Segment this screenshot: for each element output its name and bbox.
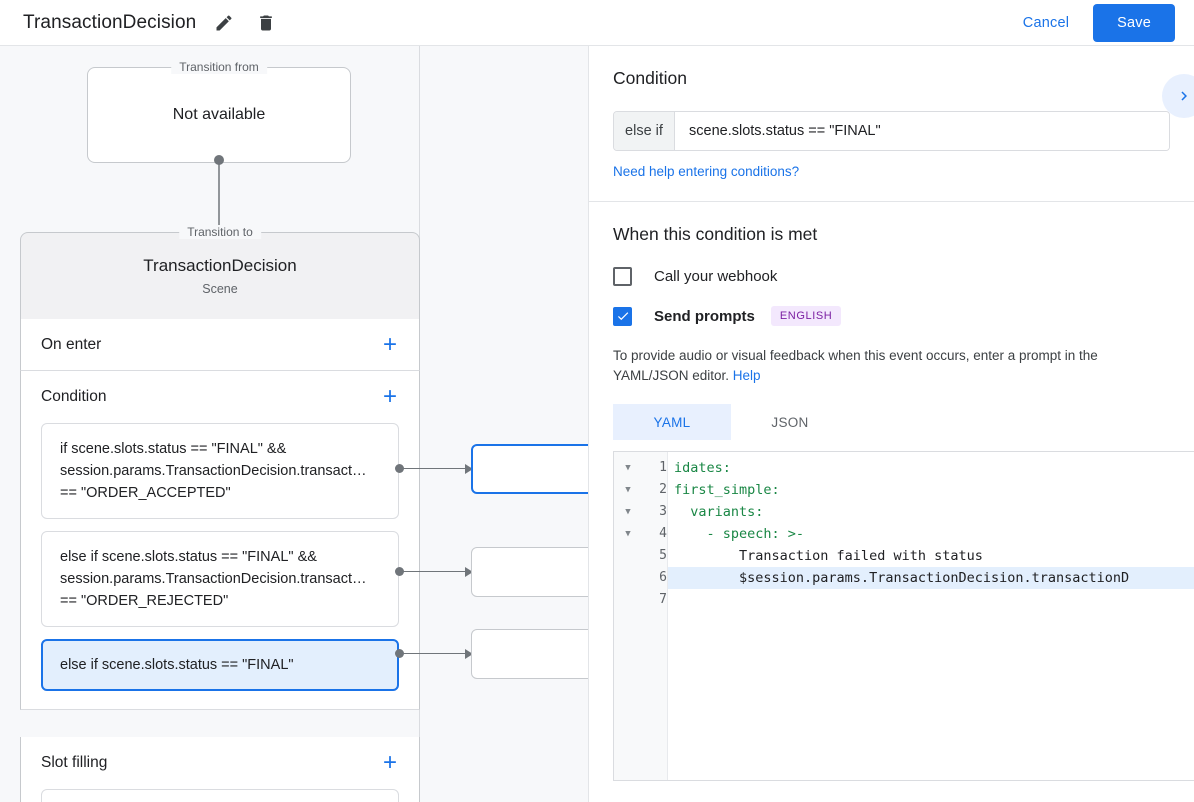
transition-from-legend: Transition from <box>171 60 267 74</box>
code-line-highlighted: $session.params.TransactionDecision.tran… <box>668 567 1194 589</box>
line-number: 2 <box>659 482 667 497</box>
line-number: 6 <box>659 570 667 585</box>
save-button[interactable]: Save <box>1093 3 1175 42</box>
target-node-2[interactable] <box>471 547 588 597</box>
transition-to-legend: Transition to <box>179 225 261 239</box>
tab-yaml[interactable]: YAML <box>613 404 731 440</box>
prompts-hint-text: To provide audio or visual feedback when… <box>613 348 1098 383</box>
when-condition-met-section: When this condition is met Call your web… <box>589 202 1194 781</box>
editor-line-numbers: 1 2 3 4 5 6 7 <box>642 452 668 780</box>
section-condition: Condition + if scene.slots.status == "FI… <box>20 371 420 710</box>
section-on-enter: On enter + <box>20 319 420 371</box>
fold-spacer <box>614 545 642 567</box>
transition-from-value: Not available <box>172 106 266 123</box>
send-prompts-row[interactable]: Send prompts ENGLISH <box>613 306 1170 326</box>
condition-card[interactable]: if scene.slots.status == "FINAL" && sess… <box>41 423 399 519</box>
condition-details-panel: Condition else if Need help entering con… <box>588 46 1194 802</box>
slot-validation-item[interactable]: Slot validation <box>41 789 399 802</box>
trash-icon-glyph <box>260 15 273 30</box>
when-condition-met-heading: When this condition is met <box>613 224 818 244</box>
condition-list: if scene.slots.status == "FINAL" && sess… <box>21 423 419 709</box>
tab-json[interactable]: JSON <box>771 414 809 430</box>
edge-condition-2 <box>395 567 475 577</box>
send-prompts-checkbox[interactable] <box>613 306 632 326</box>
call-webhook-label: Call your webhook <box>654 268 778 285</box>
line-number: 4 <box>659 526 667 541</box>
prompts-help-link[interactable]: Help <box>732 368 761 383</box>
condition-input[interactable] <box>675 112 1169 150</box>
code-line: variants: <box>674 504 764 520</box>
add-slot-filling-icon[interactable]: + <box>382 749 397 776</box>
code-line: idates: <box>674 460 731 476</box>
editor-fold-gutter[interactable]: ▼ ▼ ▼ ▼ <box>614 452 642 780</box>
fold-toggle[interactable]: ▼ <box>625 463 631 473</box>
scene-graph-canvas[interactable]: Transition from Not available Transition… <box>0 46 588 802</box>
cancel-button[interactable]: Cancel <box>1009 6 1083 40</box>
transition-from-box: Transition from Not available <box>87 60 351 163</box>
webhook-checkbox-row[interactable]: Call your webhook <box>613 267 1170 286</box>
line-number: 5 <box>659 548 667 563</box>
page-title: TransactionDecision <box>23 11 197 33</box>
condition-heading: Condition <box>613 68 687 88</box>
add-on-enter-icon[interactable]: + <box>382 331 397 358</box>
yaml-editor[interactable]: ▼ ▼ ▼ ▼ 1 2 3 4 5 6 7 <box>613 451 1194 781</box>
edge-condition-3 <box>395 649 475 659</box>
line-number: 7 <box>659 592 667 607</box>
trash-icon[interactable] <box>252 9 280 37</box>
edge-condition-1 <box>395 464 475 474</box>
condition-section: Condition else if Need help entering con… <box>589 46 1194 201</box>
send-prompts-label: Send prompts <box>654 307 755 325</box>
line-number: 3 <box>659 504 667 519</box>
condition-input-row: else if <box>613 111 1170 151</box>
section-slot-filling-title: Slot filling <box>41 754 108 771</box>
condition-card-selected[interactable]: else if scene.slots.status == "FINAL" <box>41 639 399 691</box>
transition-to-title: TransactionDecision <box>143 256 297 275</box>
fold-toggle[interactable]: ▼ <box>625 485 631 495</box>
check-icon <box>617 312 628 321</box>
condition-help-link[interactable]: Need help entering conditions? <box>613 164 800 179</box>
section-slot-filling: Slot filling + Slot validation <box>20 737 420 802</box>
condition-prefix-label: else if <box>614 112 675 150</box>
fold-toggle[interactable]: ▼ <box>625 529 631 539</box>
target-node-3[interactable] <box>471 629 588 679</box>
editor-code-area[interactable]: idates: first_simple: variants: - speech… <box>668 452 1194 780</box>
code-line: - speech: >- <box>674 526 805 542</box>
editor-format-tabs: YAML JSON <box>613 404 1170 440</box>
target-node-1[interactable] <box>471 444 588 494</box>
language-badge: ENGLISH <box>770 306 842 326</box>
fold-spacer <box>614 589 642 611</box>
fold-toggle[interactable]: ▼ <box>625 507 631 517</box>
call-webhook-checkbox[interactable] <box>613 267 632 286</box>
transition-to-subtitle: Scene <box>202 282 238 296</box>
code-line <box>668 589 1194 611</box>
chevron-right-icon-glyph <box>1181 91 1187 101</box>
transition-to-box: Transition to TransactionDecision Scene <box>20 225 420 319</box>
condition-card[interactable]: else if scene.slots.status == "FINAL" &&… <box>41 531 399 627</box>
section-condition-title: Condition <box>41 388 107 405</box>
panel-divider <box>589 201 1194 202</box>
chevron-right-icon[interactable] <box>1162 74 1194 118</box>
code-line: Transaction failed with status <box>674 548 983 564</box>
fold-spacer <box>614 567 642 589</box>
add-condition-icon[interactable]: + <box>382 383 397 410</box>
pencil-icon-glyph <box>216 14 232 30</box>
prompts-hint: To provide audio or visual feedback when… <box>613 346 1170 386</box>
section-on-enter-title: On enter <box>41 336 102 353</box>
app-header: TransactionDecision Cancel Save <box>0 0 1194 46</box>
line-number: 1 <box>659 460 667 475</box>
pencil-icon[interactable] <box>210 9 238 37</box>
code-line: first_simple: <box>674 482 780 498</box>
